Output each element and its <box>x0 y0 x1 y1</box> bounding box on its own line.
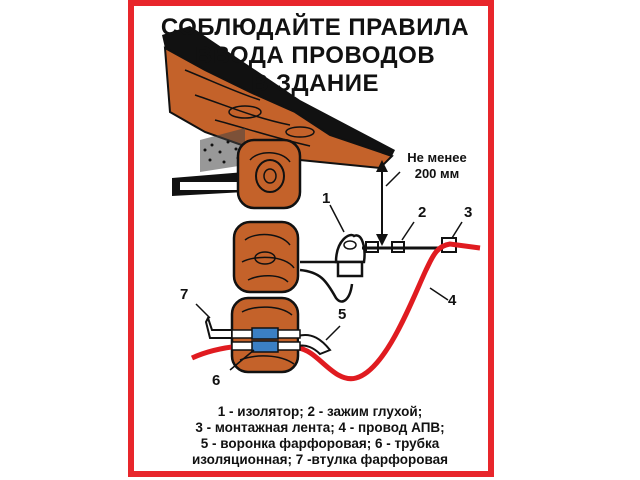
callout-6: 6 <box>212 372 221 389</box>
legend-line-4: изоляционная; 7 -втулка фарфоровая <box>191 452 448 467</box>
mounting-strip <box>362 221 463 253</box>
callout-5: 5 <box>338 306 347 323</box>
insulator <box>299 204 366 303</box>
clearance-label-line-2: 200 мм <box>414 166 460 181</box>
legend-line-2: 3 - монтажная лента; 4 - провод АПВ; <box>195 420 445 435</box>
callout-4: 4 <box>448 292 457 309</box>
eave-insulation <box>172 128 245 196</box>
red-frame <box>128 0 494 477</box>
clearance-arrow <box>376 160 401 246</box>
callout-1: 1 <box>322 190 331 207</box>
legend-line-1: 1 - изолятор; 2 - зажим глухой; <box>217 404 423 419</box>
callout-7: 7 <box>180 286 189 303</box>
title-line-1: СОБЛЮДАЙТЕ ПРАВИЛА <box>160 14 470 41</box>
clearance-label-line-1: Не менее <box>407 150 467 165</box>
roof <box>162 26 395 170</box>
log-middle <box>232 220 300 294</box>
title-line-2: ВВОДА ПРОВОДОВ <box>194 42 436 69</box>
callout-2: 2 <box>418 204 427 221</box>
title-line-3: В ЗДАНИЕ <box>250 70 380 97</box>
legend-line-3: 5 - воронка фарфоровая; 6 - трубка <box>200 436 440 451</box>
log-top <box>236 138 302 210</box>
porcelain-funnel <box>297 325 341 356</box>
callout-3: 3 <box>464 204 473 221</box>
insulating-tube <box>229 327 301 371</box>
porcelain-bushing <box>195 303 233 339</box>
